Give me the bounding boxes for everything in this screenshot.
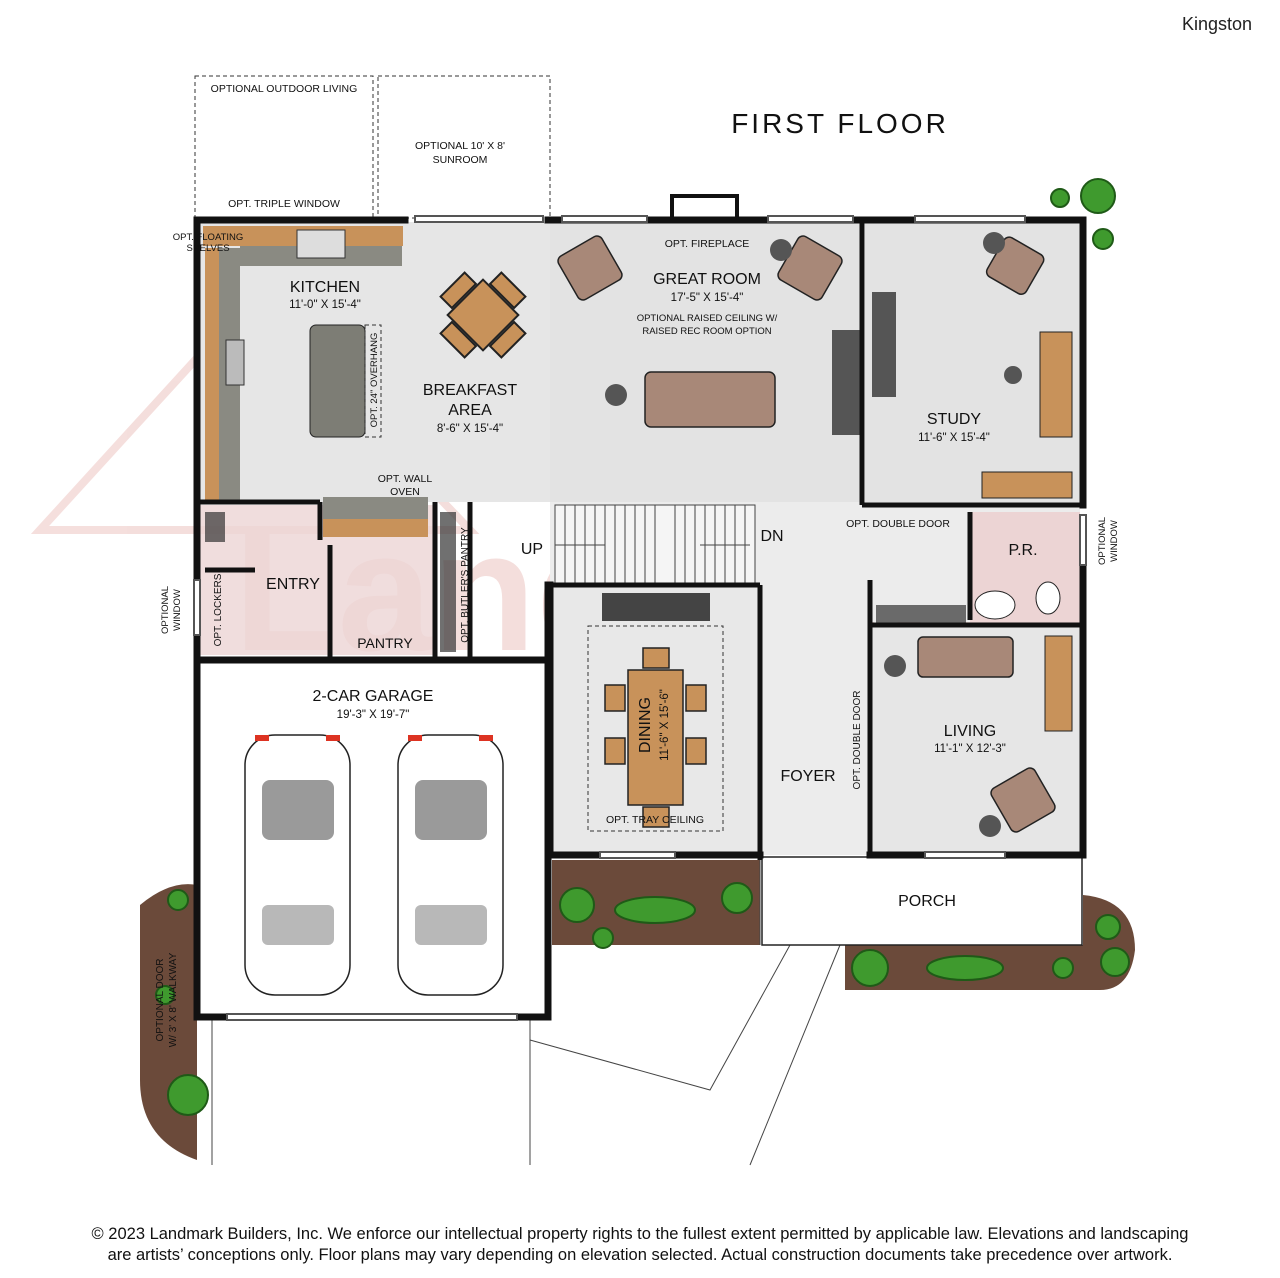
side-tables [605, 232, 1022, 837]
opt-lockers-label: OPT. LOCKERS [213, 573, 224, 646]
footer-line: © 2023 Landmark Builders, Inc. We enforc… [91, 1225, 1189, 1243]
study-label: STUDY [927, 411, 982, 428]
optional-window-label: WINDOW [172, 589, 183, 631]
optional-sunroom-label: OPTIONAL 10' X 8' [415, 140, 505, 152]
fireplace [670, 194, 739, 222]
tray-ceiling-outline [587, 625, 724, 832]
opt-double-door-label: OPT. DOUBLE DOOR [846, 518, 950, 530]
opt-butlers-pantry-label: OPT. BUTLER'S PANTRY [460, 527, 471, 643]
foyer-label: FOYER [780, 768, 835, 785]
shelving [205, 512, 225, 542]
floor-plan: Landmark Homes [30, 75, 1135, 1166]
kitchen-label: KITCHEN [290, 279, 360, 296]
stairs-down-label: DN [760, 528, 783, 545]
kitchen-floor [200, 222, 550, 502]
great-room-size: 17'-5" X 15'-4" [671, 292, 744, 304]
raised-ceiling-label: RAISED REC ROOM OPTION [642, 326, 771, 337]
staircase [554, 504, 756, 584]
kitchen-size: 11'-0" X 15'-4" [289, 299, 361, 311]
optional-outdoor-living-label: OPTIONAL OUTDOOR LIVING [211, 83, 358, 95]
optional-sunroom-label: SUNROOM [433, 154, 488, 166]
opt-overhang-label: OPT. 24" OVERHANG [369, 333, 380, 428]
opt-fireplace-label: OPT. FIREPLACE [665, 238, 750, 250]
study-size: 11'-6" X 15'-4" [918, 432, 990, 444]
stairs-up-label: UP [521, 541, 543, 558]
butlers-pantry-shelving [440, 512, 456, 652]
pantry-label: PANTRY [357, 635, 413, 651]
opt-triple-window-label: OPT. TRIPLE WINDOW [228, 198, 340, 210]
sink-icon [974, 590, 1016, 620]
living-size: 11'-1" X 12'-3" [934, 743, 1006, 755]
great-room-label: GREAT ROOM [653, 271, 761, 288]
porch-label: PORCH [898, 893, 956, 910]
toilet-icon [1035, 581, 1061, 615]
opt-floating-shelves-label: SHELVES [186, 243, 229, 254]
footer-line: are artists’ conceptions only. Floor pla… [107, 1246, 1173, 1264]
desk [1039, 331, 1073, 438]
cooktop-icon [225, 339, 245, 386]
opt-floating-shelves-label: OPT. FLOATING [173, 232, 244, 243]
windows [193, 215, 1087, 1021]
walkway [749, 944, 841, 1166]
plan-name: Kingston [1181, 14, 1252, 34]
breakfast-size: 8'-6" X 15'-4" [437, 423, 503, 435]
optional-window-label: WINDOW [1109, 520, 1120, 562]
breakfast-label: AREA [448, 402, 492, 419]
optional-window-label: OPTIONAL [160, 586, 171, 634]
closet-shelving [876, 605, 966, 623]
tv-console [832, 330, 860, 435]
opt-double-door-label: OPT. DOUBLE DOOR [852, 691, 863, 790]
dining-size: 11'-6" X 15'-6" [659, 689, 671, 761]
entry-label: ENTRY [266, 576, 320, 593]
car-icon [244, 734, 351, 996]
living-label: LIVING [944, 723, 996, 740]
dining-table [604, 647, 707, 828]
walls [193, 216, 1087, 1021]
kitchen-island [309, 324, 366, 438]
breakfast-label: BREAKFAST [423, 382, 517, 399]
optional-window-label: OPTIONAL [1097, 517, 1108, 565]
opt-tray-ceiling-label: OPT. TRAY CEILING [606, 814, 704, 826]
buffet [602, 593, 710, 621]
foyer-floor [760, 585, 870, 855]
sink-icon [296, 229, 346, 259]
living-console [1044, 635, 1073, 732]
shrubs [155, 178, 1130, 1116]
raised-ceiling-label: OPTIONAL RAISED CEILING W/ [637, 313, 778, 324]
walkway [529, 944, 791, 1091]
optional-outdoor-living-area [194, 75, 374, 219]
garage-size: 19'-3" X 19'-7" [337, 709, 410, 721]
powder-room-label: P.R. [1008, 542, 1037, 559]
opt-wall-oven-label: OPT. WALL [378, 473, 433, 485]
car-icon [397, 734, 504, 996]
opt-wall-oven-label: OVEN [390, 486, 420, 498]
furniture [557, 235, 1056, 833]
breakfast-table [439, 271, 527, 359]
porch [761, 856, 1083, 946]
wall-oven [323, 497, 428, 519]
copyright-footer: © 2023 Landmark Builders, Inc. We enforc… [0, 1224, 1280, 1266]
tv-console [872, 292, 896, 397]
dining-label: DINING [637, 697, 654, 753]
optional-door-label: W/ 3' X 8' WALKWAY [168, 952, 179, 1047]
optional-door-label: OPTIONAL DOOR [155, 959, 166, 1042]
garage-label: 2-CAR GARAGE [313, 688, 434, 705]
floor-title: FIRST FLOOR [731, 108, 949, 139]
credenza [981, 471, 1073, 499]
